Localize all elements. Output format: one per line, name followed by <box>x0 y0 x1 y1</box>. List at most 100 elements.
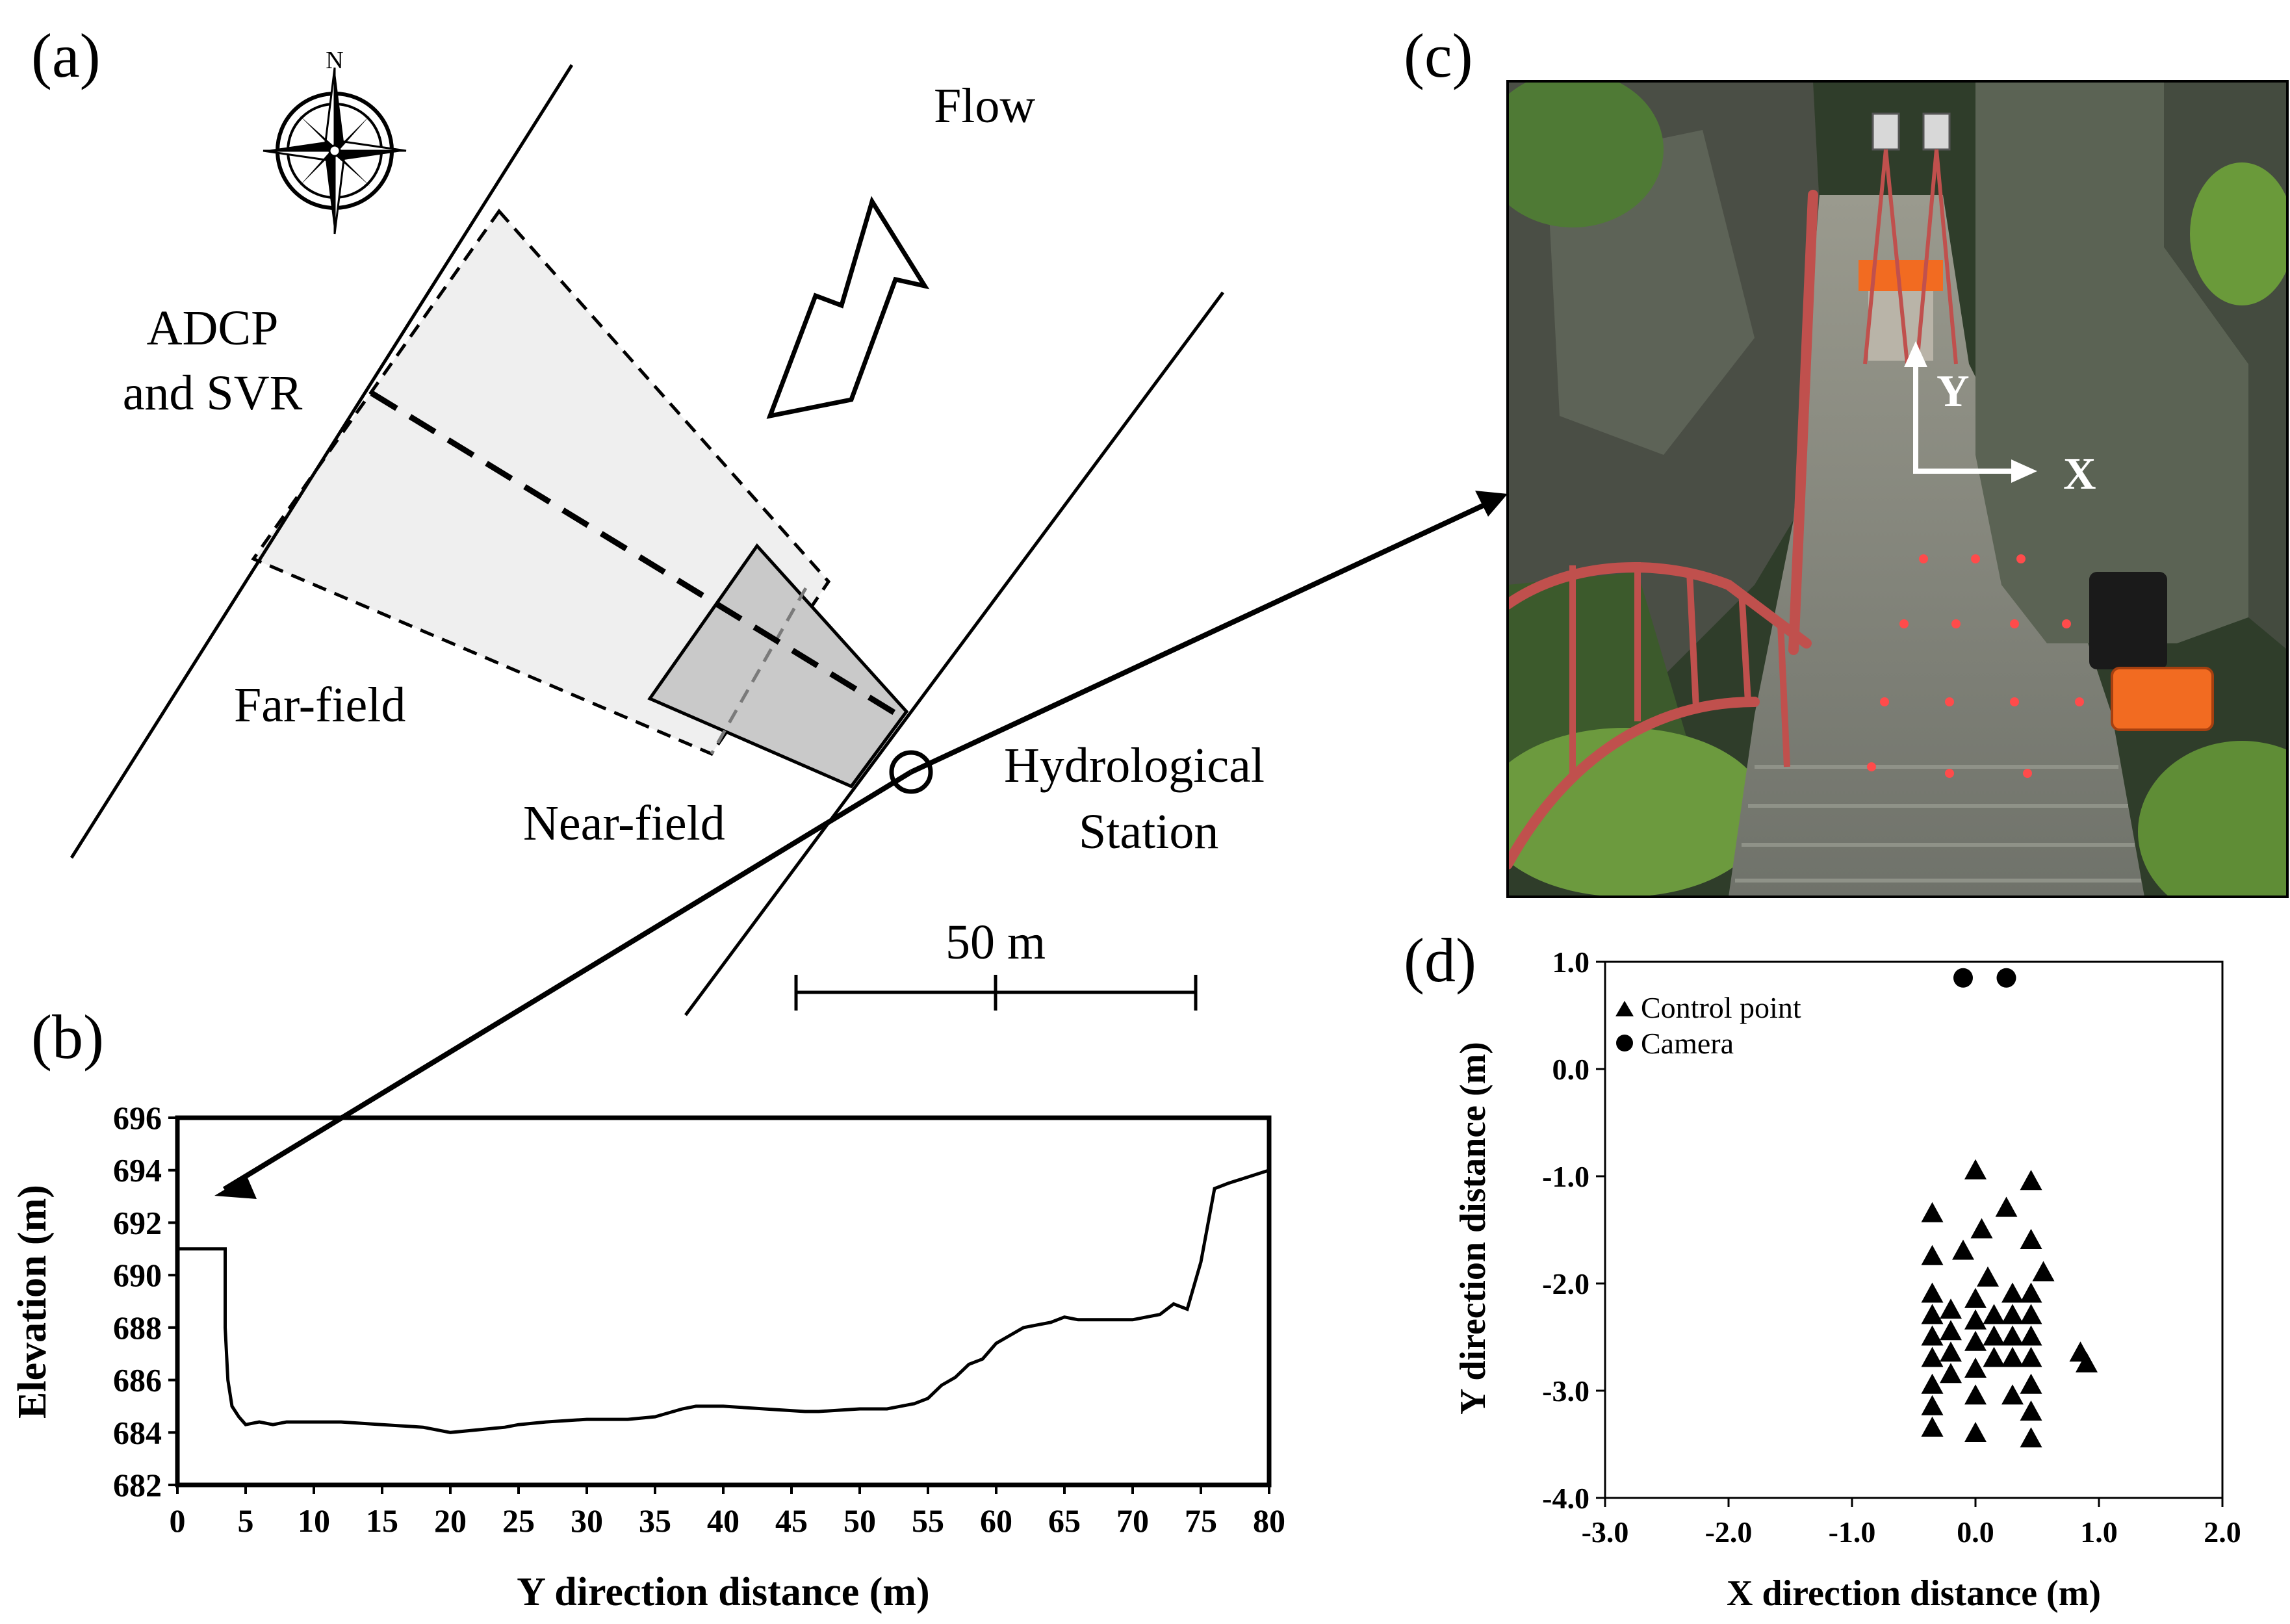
chart-d-ylabel: Y direction distance (m) <box>1453 1042 1493 1415</box>
chart-b-ytick-label: 682 <box>113 1467 162 1503</box>
chart-b-xtick-label: 15 <box>366 1502 398 1539</box>
chart-b-xtick-label: 75 <box>1185 1502 1217 1539</box>
adcp-label-line2: and SVR <box>123 366 303 420</box>
chart-b-xtick-label: 0 <box>170 1502 186 1539</box>
chart-b-xtick-label: 20 <box>434 1502 467 1539</box>
control-point-marker <box>2001 1282 2024 1303</box>
control-point-marker <box>2001 1384 2024 1405</box>
control-point-marker <box>1921 1395 1944 1415</box>
chart-b-ytick-label: 694 <box>113 1152 162 1189</box>
chart-b-xtick-label: 55 <box>912 1502 944 1539</box>
control-point-marker <box>1970 1218 1993 1239</box>
control-point-marker <box>1983 1304 2005 1324</box>
chart-b-xtick-label: 45 <box>775 1502 808 1539</box>
control-point-marker <box>1977 1266 1999 1287</box>
control-point-marker <box>2001 1325 2024 1346</box>
scale-label: 50 m <box>946 915 1046 970</box>
camera-marker <box>1953 968 1973 988</box>
control-point-marker <box>1964 1287 1987 1308</box>
control-point-marker <box>2020 1325 2042 1346</box>
chart-d-xtick-label: 2.0 <box>2204 1515 2241 1549</box>
arrow-to-photo-head <box>1475 491 1508 517</box>
control-point-marker <box>1921 1282 1944 1303</box>
chart-b-ytick-label: 692 <box>113 1204 162 1241</box>
scale-bar <box>794 975 1198 1011</box>
control-point-marker <box>2001 1347 2024 1367</box>
chart-d-ytick-label: 0.0 <box>1552 1053 1590 1086</box>
control-point-marker <box>2020 1400 2042 1421</box>
chart-b-xtick-label: 80 <box>1253 1502 1285 1539</box>
right-bank-line <box>684 291 1225 1016</box>
near-field-area <box>647 543 909 789</box>
chart-b-ytick-label: 686 <box>113 1362 162 1398</box>
photo-axis-y-label: Y <box>1936 367 1970 417</box>
control-point-marker <box>1921 1416 1944 1437</box>
control-point-marker <box>1995 1196 2018 1217</box>
control-point-marker <box>1964 1422 1987 1442</box>
near-field-label: Near-field <box>523 796 725 851</box>
camera-marker <box>1996 968 2016 988</box>
chart-d-xlabel: X direction distance (m) <box>1727 1573 2101 1614</box>
chart-b-ylabel: Elevation (m) <box>10 1185 55 1419</box>
chart-b-xtick-label: 30 <box>571 1502 603 1539</box>
control-point-marker <box>1921 1244 1944 1265</box>
chart-b-xtick-label: 40 <box>707 1502 740 1539</box>
panel-d-label: (d) <box>1404 925 1476 995</box>
chart-d-ytick-label: 1.0 <box>1552 946 1590 979</box>
far-field-label: Far-field <box>234 678 405 732</box>
control-point-marker <box>1921 1304 1944 1324</box>
legend-control-point-marker <box>1615 1001 1634 1016</box>
chart-b-frame <box>175 1115 1272 1488</box>
photo-frame <box>1506 80 2289 898</box>
control-point-marker <box>2020 1427 2042 1448</box>
control-point-marker <box>1964 1384 1987 1405</box>
left-bank-line <box>70 64 574 859</box>
control-point-marker <box>1940 1320 1962 1341</box>
control-point-marker <box>2032 1261 2055 1282</box>
chart-b-ytick-label: 690 <box>113 1257 162 1293</box>
legend-control-point-label: Control point <box>1641 991 1801 1024</box>
control-point-marker <box>1964 1358 1987 1378</box>
control-point-marker <box>1964 1309 1987 1330</box>
control-point-marker <box>1983 1347 2005 1367</box>
control-point-marker <box>2020 1304 2042 1324</box>
chart-b-xtick-label: 5 <box>238 1502 254 1539</box>
compass-icon <box>263 67 407 235</box>
chart-d-ytick-label: -4.0 <box>1542 1482 1589 1515</box>
control-point-marker <box>1940 1341 1962 1362</box>
panel-a-label: (a) <box>31 21 101 90</box>
control-point-marker <box>2020 1282 2042 1303</box>
chart-b-xtick-label: 10 <box>298 1502 330 1539</box>
chart-b-profile-line <box>177 1168 1270 1434</box>
chart-b-ytick-label: 696 <box>113 1100 162 1136</box>
chart-d-ytick-label: -2.0 <box>1542 1267 1589 1300</box>
control-point-marker <box>2020 1373 2042 1394</box>
legend-camera-label: Camera <box>1641 1027 1734 1060</box>
control-point-marker <box>1921 1347 1944 1367</box>
chart-b-ytick-label: 688 <box>113 1309 162 1346</box>
control-point-marker <box>2020 1347 2042 1367</box>
compass-north-label: N <box>326 47 343 74</box>
chart-b-ytick-label: 684 <box>113 1414 162 1450</box>
control-point-marker <box>1921 1373 1944 1394</box>
control-point-marker <box>1940 1363 1962 1384</box>
control-point-marker <box>1940 1298 1962 1319</box>
control-point-marker <box>1952 1239 1974 1260</box>
chart-d-xtick-label: 0.0 <box>1957 1515 1994 1549</box>
chart-b-xtick-label: 25 <box>502 1502 535 1539</box>
panel-b-label: (b) <box>31 1002 104 1072</box>
chart-d-xtick-label: -2.0 <box>1705 1515 1753 1549</box>
flow-arrow-icon <box>766 196 930 419</box>
chart-d-xtick-label: -3.0 <box>1582 1515 1629 1549</box>
legend-camera-marker <box>1616 1035 1633 1051</box>
chart-d-xtick-label: -1.0 <box>1829 1515 1876 1549</box>
chart-b-xtick-label: 70 <box>1116 1502 1149 1539</box>
panel-a: (a) N Fl <box>31 21 1508 1199</box>
photo-axis-x-label: X <box>2063 449 2096 499</box>
control-point-marker <box>1964 1330 1987 1351</box>
control-point-marker <box>1921 1202 1944 1222</box>
control-point-marker <box>2001 1304 2024 1324</box>
